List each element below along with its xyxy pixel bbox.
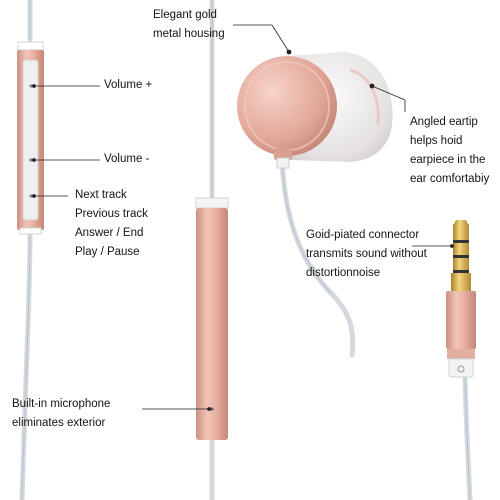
audio-jack-icon	[446, 220, 476, 378]
remote-control-icon	[17, 41, 44, 235]
eartip-label: Angled eartip helps hoid earpiece in the…	[410, 116, 490, 185]
microphone-label: Built-in microphone eliminates exterior	[12, 398, 111, 429]
earphone-housing-icon	[237, 52, 393, 169]
volume-down-label: Volume -	[104, 153, 150, 165]
connector-label: Goid-piated connector transmits sound wi…	[306, 229, 427, 279]
housing-label: Elegant gold metal housing	[153, 9, 225, 40]
volume-up-label: Volume +	[104, 79, 153, 91]
microphone-icon	[195, 197, 229, 440]
buttons-label: Next track Previous track Answer / End P…	[75, 189, 148, 258]
